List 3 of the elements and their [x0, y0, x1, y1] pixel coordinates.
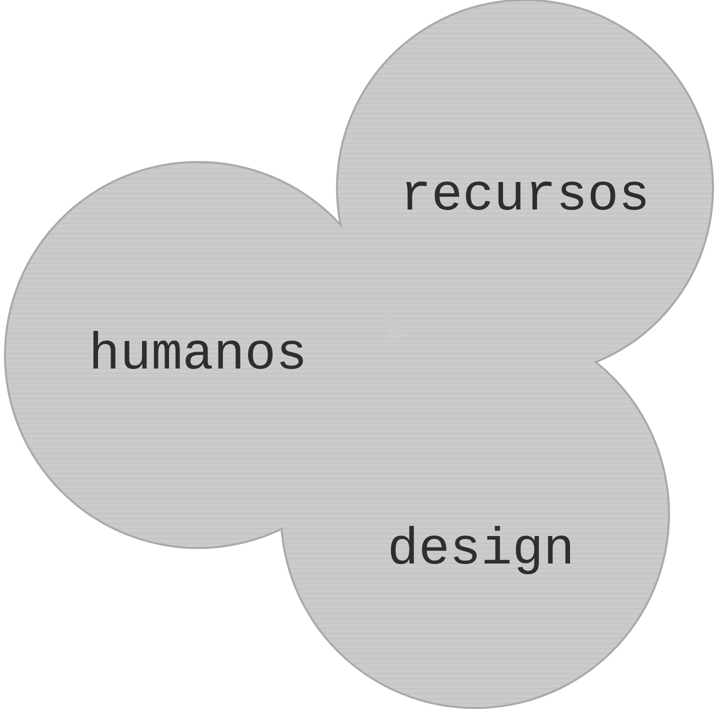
blob-label: recursos: [400, 166, 650, 226]
blob-label: humanos: [88, 326, 308, 384]
blob-label: design: [387, 520, 575, 580]
